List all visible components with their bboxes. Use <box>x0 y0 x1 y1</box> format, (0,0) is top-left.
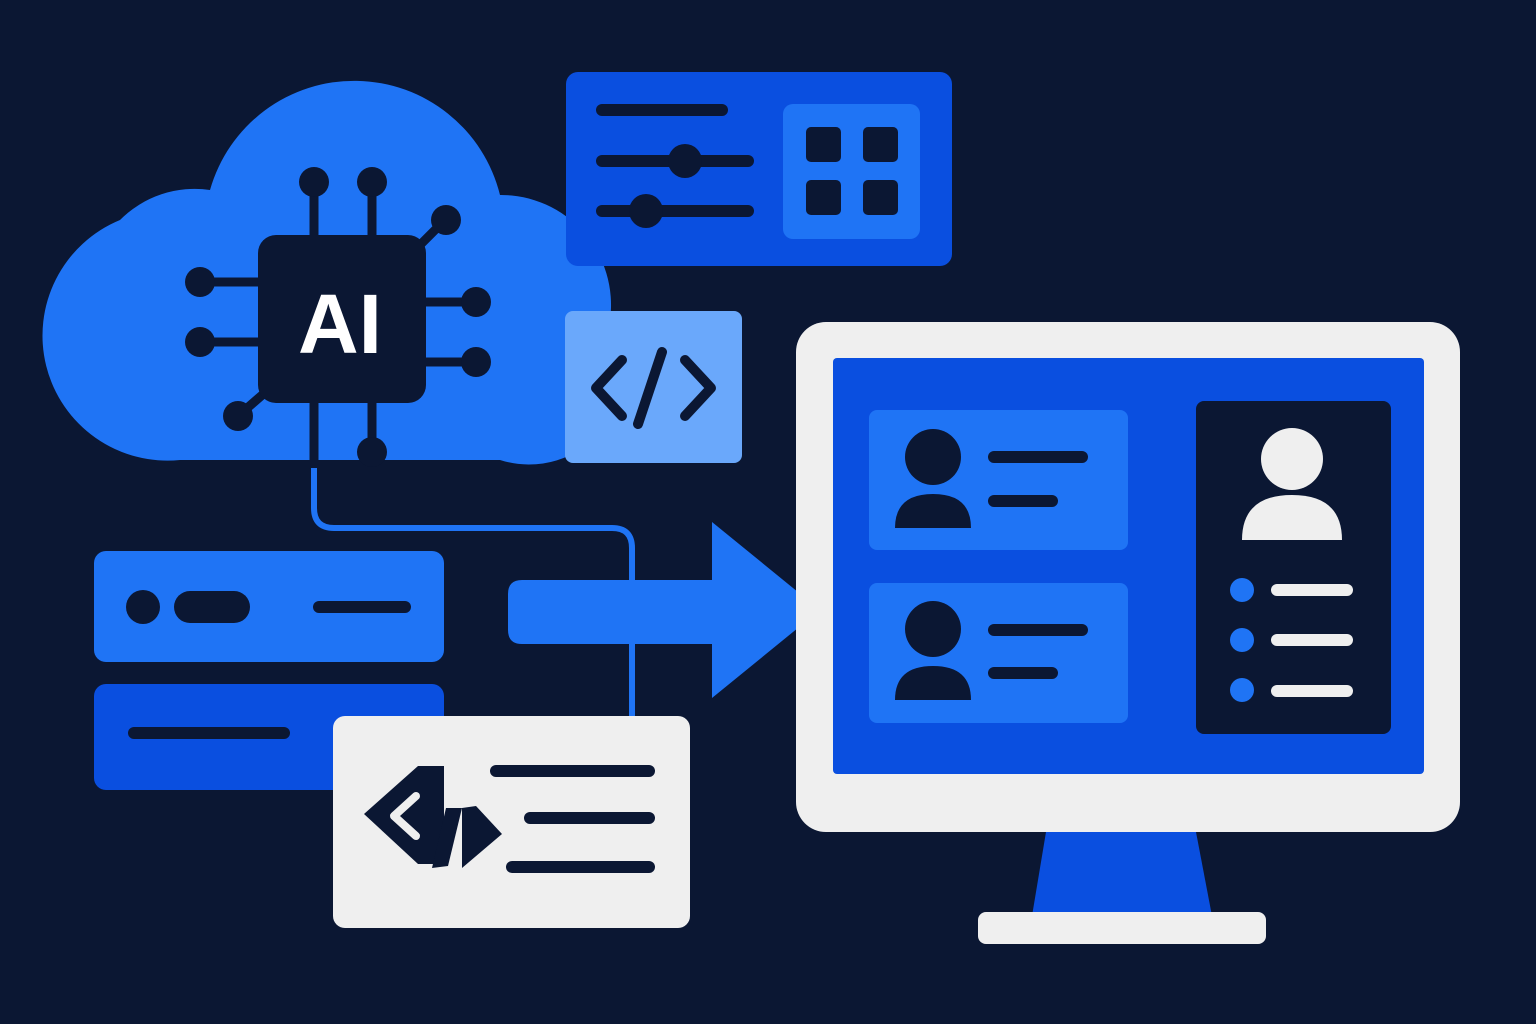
profile-list <box>1230 578 1353 702</box>
arrow-right-icon <box>508 522 820 698</box>
server-rack-icon <box>94 551 444 790</box>
settings-panel <box>566 72 952 266</box>
settings-sliders-icon <box>596 104 754 228</box>
user-card <box>869 583 1128 723</box>
profile-panel <box>1196 401 1391 734</box>
code-box <box>565 311 742 463</box>
connector-line <box>311 468 635 718</box>
ai-chip-icon: AI <box>185 167 491 473</box>
user-icon <box>895 429 971 528</box>
monitor-icon <box>796 322 1460 944</box>
user-icon <box>1242 428 1342 540</box>
grid-icon <box>806 127 898 215</box>
user-card <box>869 410 1128 550</box>
code-icon <box>591 347 716 429</box>
code-file-icon <box>333 716 690 928</box>
user-icon <box>895 601 971 700</box>
ai-chip-label: AI <box>298 277 382 371</box>
